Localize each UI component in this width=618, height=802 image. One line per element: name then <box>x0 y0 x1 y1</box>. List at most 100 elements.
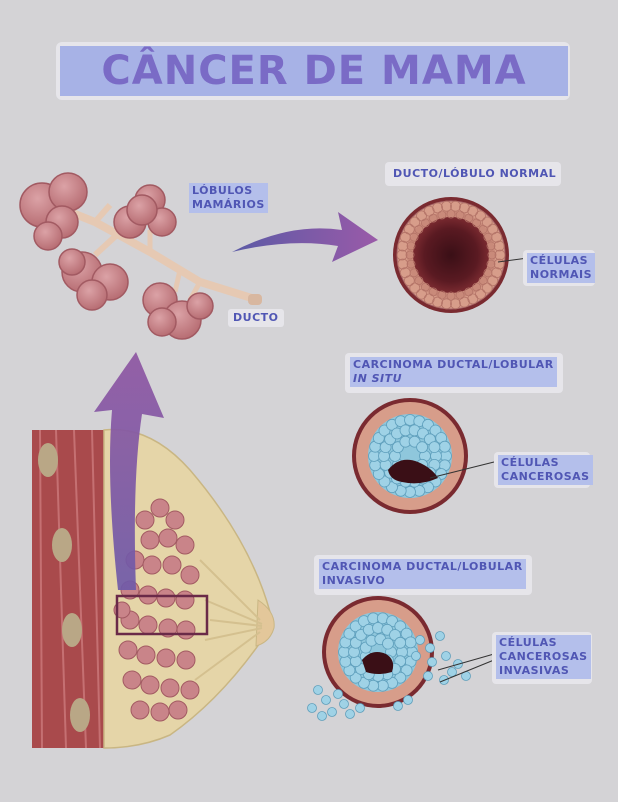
cell <box>404 636 417 649</box>
invasive-cell <box>321 695 331 705</box>
cell <box>339 655 352 668</box>
cell <box>428 441 441 454</box>
invasive-cell <box>313 685 323 695</box>
cell <box>478 276 488 286</box>
label-invasive-title-line1: CARCINOMA DUCTAL/LOBULAR <box>322 560 523 573</box>
label-insitu-cells-line2: CANCEROSAS <box>501 470 590 483</box>
label-lobulos-line1: LÓBULOS <box>192 184 253 197</box>
cell <box>472 282 482 292</box>
cell <box>338 646 350 658</box>
cell <box>409 216 421 228</box>
cell <box>437 290 447 300</box>
cell <box>394 636 407 649</box>
cell <box>458 296 470 308</box>
cell <box>420 218 430 228</box>
cell <box>396 249 408 261</box>
label-lobulos-line2: MAMÁRIOS <box>192 198 265 211</box>
cell <box>420 282 430 292</box>
cell <box>397 258 409 270</box>
label-normal-cells-line1: CÉLULAS <box>530 254 589 267</box>
cell <box>481 282 493 294</box>
label-insitu-title-line1: CARCINOMA DUCTAL/LOBULAR <box>353 358 554 371</box>
normal-duct-circle <box>393 197 529 313</box>
cell <box>494 249 506 261</box>
cell <box>409 282 421 294</box>
invasive-cell <box>423 671 433 681</box>
invasive-cell <box>425 643 435 653</box>
cell <box>406 259 416 269</box>
cell <box>483 232 493 242</box>
invasive-cell <box>345 709 355 719</box>
cell <box>467 205 479 217</box>
label-lobulos: LÓBULOS MAMÁRIOS <box>189 183 268 213</box>
invasive-cell <box>307 703 317 713</box>
cell <box>481 216 493 228</box>
cell <box>403 223 415 235</box>
invasive-cell <box>355 703 365 713</box>
cell <box>478 224 488 234</box>
cell <box>397 240 409 252</box>
cell <box>428 213 438 223</box>
cell <box>486 241 496 251</box>
cell <box>416 441 429 454</box>
cell <box>428 287 438 297</box>
cell <box>487 250 497 260</box>
invasive-cell <box>393 701 403 711</box>
invasive-cell <box>411 651 421 661</box>
label-ducto: DUCTO <box>228 309 284 327</box>
cell <box>437 210 447 220</box>
cell <box>382 637 394 650</box>
breast-cross-section <box>32 428 275 749</box>
highlight-box <box>115 594 209 636</box>
invasive-cell <box>327 707 337 717</box>
cell <box>438 440 451 453</box>
cell <box>486 259 496 269</box>
cell <box>414 276 424 286</box>
cell <box>423 293 435 305</box>
cell <box>493 240 505 252</box>
cell <box>455 210 465 220</box>
invasive-cell <box>339 699 349 709</box>
cell <box>493 258 505 270</box>
invasive-cell <box>415 635 425 645</box>
cell <box>446 209 456 219</box>
cell <box>483 268 493 278</box>
invasive-cell <box>403 695 413 705</box>
cell <box>450 200 461 212</box>
label-insitu-title: CARCINOMA DUCTAL/LOBULAR IN SITU <box>350 357 557 387</box>
invasive-duct-circle <box>307 596 495 721</box>
label-normal-title: DUCTO/LÓBULO NORMAL <box>393 167 557 180</box>
page-title: CÂNCER DE MAMA <box>60 46 568 96</box>
insitu-duct-circle <box>352 398 495 514</box>
label-normal-cells: CÉLULAS NORMAIS <box>527 253 596 283</box>
invasive-cell <box>441 651 451 661</box>
label-invasive-title: CARCINOMA DUCTAL/LOBULAR INVASIVO <box>319 559 526 589</box>
cell <box>414 224 424 234</box>
invasive-cell <box>317 711 327 721</box>
label-insitu-cells: CÉLULAS CANCEROSAS <box>498 455 593 485</box>
invasive-cell <box>333 689 343 699</box>
label-normal-frame <box>385 162 561 186</box>
label-insitu-cells-line1: CÉLULAS <box>501 456 560 469</box>
cell <box>405 250 415 260</box>
cell <box>472 218 482 228</box>
label-invasive-cells-line2: CANCEROSAS <box>499 650 588 663</box>
label-invasive-cells-line1: CÉLULAS <box>499 636 558 649</box>
label-insitu-title-line2: IN SITU <box>353 372 403 385</box>
cell <box>464 213 474 223</box>
cell <box>450 298 461 310</box>
cell <box>455 290 465 300</box>
cell <box>409 268 419 278</box>
cell <box>487 275 499 287</box>
cell <box>409 232 419 242</box>
breast-lobule-cluster <box>113 498 200 722</box>
cell <box>464 287 474 297</box>
invasive-cell <box>447 667 457 677</box>
cell <box>441 200 452 212</box>
cell <box>406 241 416 251</box>
invasive-cell <box>435 631 445 641</box>
cell <box>432 202 444 214</box>
label-invasive-title-line2: INVASIVO <box>322 574 386 587</box>
label-invasive-cells: CÉLULAS CANCEROSAS INVASIVAS <box>496 635 591 679</box>
